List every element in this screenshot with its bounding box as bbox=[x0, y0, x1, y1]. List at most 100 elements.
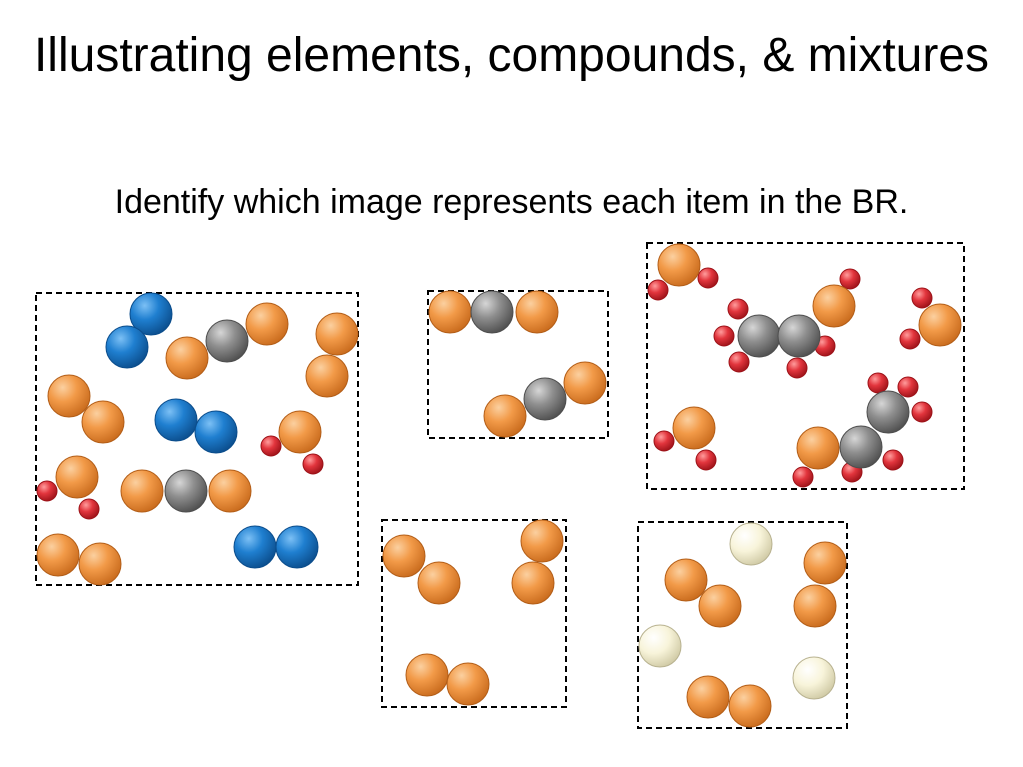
orange-red-red-molecule bbox=[899, 287, 962, 350]
red-atom bbox=[260, 435, 282, 457]
orange-atom bbox=[520, 519, 564, 563]
orange-atom bbox=[47, 374, 91, 418]
red-atom bbox=[727, 298, 749, 320]
compound-box-gray-orange bbox=[427, 290, 609, 439]
orange-atom bbox=[664, 558, 708, 602]
orange-atom bbox=[315, 312, 359, 356]
red-atom bbox=[78, 498, 100, 520]
blue-atom bbox=[233, 525, 277, 569]
blue-atom bbox=[129, 292, 173, 336]
orange-atom bbox=[483, 394, 527, 438]
mixture-box-orange-cream bbox=[637, 521, 848, 729]
orange-atom bbox=[208, 469, 252, 513]
cream-atom bbox=[638, 624, 682, 668]
red-atom bbox=[867, 372, 889, 394]
box-border bbox=[646, 242, 965, 490]
red-atom bbox=[302, 453, 324, 475]
blue-atom bbox=[154, 398, 198, 442]
blue-atom bbox=[105, 325, 149, 369]
red-atom bbox=[647, 279, 669, 301]
orange-red-red-molecule bbox=[36, 455, 100, 520]
orange-atom bbox=[672, 406, 716, 450]
orange-atom bbox=[165, 336, 209, 380]
slide-title: Illustrating elements, compounds, & mixt… bbox=[33, 29, 990, 82]
orange-gray-orange-molecule bbox=[165, 302, 289, 380]
orange-atom bbox=[245, 302, 289, 346]
orange-atom bbox=[728, 684, 772, 728]
gray-atom bbox=[866, 390, 910, 434]
box-border bbox=[427, 290, 609, 439]
orange-gray-orange-molecule bbox=[483, 361, 607, 438]
orange-atom bbox=[793, 584, 837, 628]
orange-atom bbox=[55, 455, 99, 499]
gray-atom bbox=[205, 319, 249, 363]
orange-atom bbox=[698, 584, 742, 628]
red-atom bbox=[899, 328, 921, 350]
orange-orange-molecule bbox=[511, 519, 564, 605]
orange-atom bbox=[278, 410, 322, 454]
red-atom bbox=[839, 268, 861, 290]
orange-atom bbox=[812, 284, 856, 328]
orange-atom bbox=[511, 561, 555, 605]
orange-orange-molecule bbox=[405, 653, 490, 706]
orange-orange-molecule bbox=[382, 534, 461, 605]
compound-box-complex bbox=[646, 242, 965, 490]
orange-atom bbox=[446, 662, 490, 706]
orange-atom bbox=[36, 533, 80, 577]
cream-atom bbox=[792, 656, 836, 700]
orange-atom bbox=[796, 426, 840, 470]
red-atom bbox=[728, 351, 750, 373]
red-atom bbox=[792, 466, 814, 488]
orange-gray-orange-molecule bbox=[120, 469, 252, 513]
gray-atom bbox=[737, 314, 781, 358]
mixture-box bbox=[35, 292, 359, 586]
blue-molecule bbox=[154, 398, 238, 454]
orange-orange-molecule bbox=[686, 675, 772, 728]
red-atom bbox=[897, 376, 919, 398]
orange-red-red-molecule bbox=[260, 410, 324, 475]
orange-atom bbox=[305, 354, 349, 398]
red-atom bbox=[713, 325, 735, 347]
blue-molecule bbox=[233, 525, 319, 569]
orange-atom bbox=[563, 361, 607, 405]
orange-atom bbox=[120, 469, 164, 513]
orange-red-red-molecule bbox=[647, 243, 719, 301]
blue-atom bbox=[194, 410, 238, 454]
orange-atom bbox=[515, 290, 559, 334]
orange-atom bbox=[686, 675, 730, 719]
orange-gray-orange-molecule bbox=[428, 290, 559, 334]
orange-orange-molecule bbox=[793, 541, 847, 628]
box-border bbox=[637, 521, 848, 729]
orange-atom bbox=[81, 400, 125, 444]
orange-atom bbox=[428, 290, 472, 334]
red-atom bbox=[911, 401, 933, 423]
gray-gray-red-orange-molecule bbox=[713, 268, 861, 379]
orange-orange-molecule bbox=[664, 558, 742, 628]
orange-atom bbox=[417, 561, 461, 605]
orange-atom bbox=[918, 303, 962, 347]
orange-atom bbox=[657, 243, 701, 287]
red-atom bbox=[911, 287, 933, 309]
element-box-orange bbox=[381, 519, 567, 708]
red-atom bbox=[786, 357, 808, 379]
red-atom bbox=[653, 430, 675, 452]
orange-orange-molecule bbox=[305, 312, 359, 398]
gray-atom bbox=[523, 377, 567, 421]
box-border bbox=[35, 292, 359, 586]
orange-atom bbox=[405, 653, 449, 697]
box-border bbox=[381, 519, 567, 708]
slide-subtitle: Identify which image represents each ite… bbox=[114, 183, 909, 221]
orange-red-red-molecule bbox=[653, 406, 717, 471]
orange-atom bbox=[78, 542, 122, 586]
gray-atom bbox=[164, 469, 208, 513]
gray-gray-red-orange-molecule bbox=[792, 372, 933, 488]
red-atom bbox=[36, 480, 58, 502]
red-atom bbox=[695, 449, 717, 471]
orange-orange-molecule bbox=[36, 533, 122, 586]
red-atom bbox=[697, 267, 719, 289]
red-atom bbox=[882, 449, 904, 471]
orange-atom bbox=[803, 541, 847, 585]
blue-atom bbox=[275, 525, 319, 569]
orange-atom bbox=[382, 534, 426, 578]
